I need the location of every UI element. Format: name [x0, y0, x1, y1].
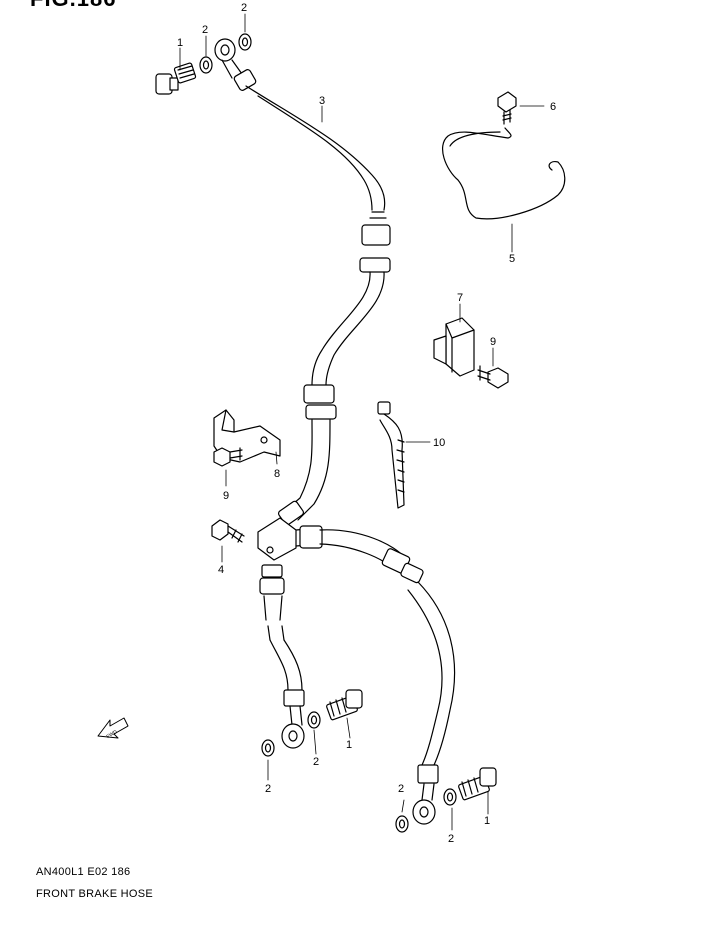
- callout-6: 6: [550, 101, 556, 113]
- clamp-7: [433, 317, 475, 377]
- callout-2: 2: [313, 756, 319, 768]
- wire-clamp-5: [442, 127, 566, 220]
- callout-2: 2: [265, 783, 271, 795]
- callout-3: 3: [319, 95, 325, 107]
- callout-2: 2: [202, 24, 208, 36]
- brake-hose-joint: [257, 517, 323, 561]
- callout-2: 2: [448, 833, 454, 845]
- callout-7: 7: [457, 292, 463, 304]
- callout-1: 1: [177, 37, 183, 49]
- callout-1: 1: [484, 815, 490, 827]
- left-lower-brake-hose: [259, 564, 305, 749]
- right-lower-brake-hose: [319, 529, 456, 825]
- banjo-bolt-upper: [155, 62, 197, 95]
- bolt-9-right: [477, 365, 509, 389]
- bolt-4: [211, 519, 245, 543]
- callout-9: 9: [223, 490, 229, 502]
- washer-lower-left-1: [307, 711, 321, 729]
- washer-lower-right-1: [443, 788, 457, 806]
- bracket-8: [213, 409, 281, 463]
- washer-upper-1: [199, 56, 213, 74]
- callout-2: 2: [398, 783, 404, 795]
- callout-5: 5: [509, 253, 515, 265]
- cable-tie-10: [377, 401, 405, 509]
- callout-8: 8: [274, 468, 280, 480]
- callout-10: 10: [433, 437, 445, 449]
- washer-lower-right-2: [395, 815, 409, 833]
- figure-title: FIG.186: [30, 0, 116, 12]
- washer-upper-2: [238, 33, 252, 51]
- forward-arrow-icon: [97, 717, 129, 739]
- upper-brake-hose: [214, 38, 391, 526]
- callout-1: 1: [346, 739, 352, 751]
- callout-9: 9: [490, 336, 496, 348]
- bolt-9-left: [213, 447, 243, 467]
- callout-4: 4: [218, 564, 224, 576]
- figure-code: AN400L1 E02 186: [36, 866, 131, 878]
- callout-2: 2: [241, 2, 247, 14]
- banjo-bolt-lower-right: [458, 767, 497, 801]
- figure-name: FRONT BRAKE HOSE: [36, 888, 154, 900]
- banjo-bolt-lower-left: [326, 689, 363, 721]
- bolt-6: [497, 91, 517, 125]
- leader-lines: [179, 13, 545, 831]
- washer-lower-left-2: [261, 739, 275, 757]
- fwd-label: FWD: [106, 729, 119, 740]
